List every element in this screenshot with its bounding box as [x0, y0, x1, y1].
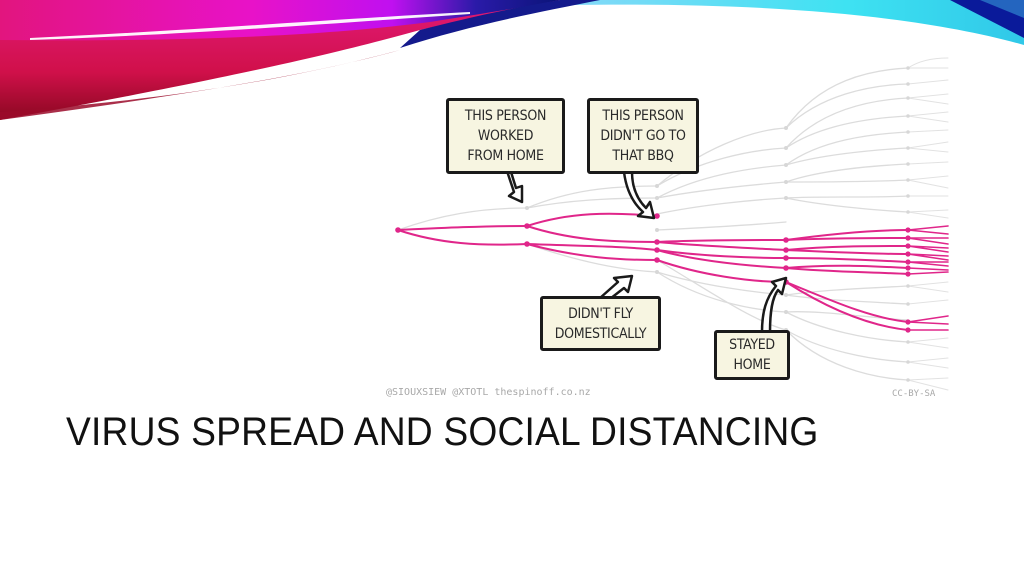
callout-stayed-home-text: STAYED HOME [729, 337, 775, 373]
callout-didnt-fly: DIDN'T FLY DOMESTICALLY [540, 296, 661, 351]
slide-title: VIRUS SPREAD AND SOCIAL DISTANCING [66, 410, 819, 454]
healthy-nodes [525, 66, 910, 382]
license-label: CC-BY-SA [892, 389, 936, 399]
decorative-ribbon-header [0, 0, 1024, 120]
callout-worked-from-home: THIS PERSON WORKED FROM HOME [446, 98, 565, 174]
arrow-didnt-go-bbq [622, 170, 656, 220]
callout-worked-from-home-text: THIS PERSON WORKED FROM HOME [464, 108, 547, 164]
virus-spread-diagram [395, 57, 949, 391]
healthy-branches [397, 67, 909, 381]
arrow-stayed-home [760, 276, 788, 334]
infected-edge-branches [907, 225, 949, 331]
infected-branches [397, 212, 909, 331]
callout-didnt-fly-text: DIDN'T FLY DOMESTICALLY [554, 305, 647, 342]
arrow-worked-from-home [505, 170, 524, 204]
callout-didnt-go-bbq-text: THIS PERSON DIDN'T GO TO THAT BBQ [600, 108, 686, 164]
callout-stayed-home: STAYED HOME [714, 330, 790, 380]
illustration-credit: @SIOUXSIEW @XTOTL thespinoff.co.nz [386, 387, 591, 398]
callout-didnt-go-bbq: THIS PERSON DIDN'T GO TO THAT BBQ [587, 98, 699, 174]
callout-arrows [505, 170, 788, 334]
edge-branches [907, 57, 949, 391]
